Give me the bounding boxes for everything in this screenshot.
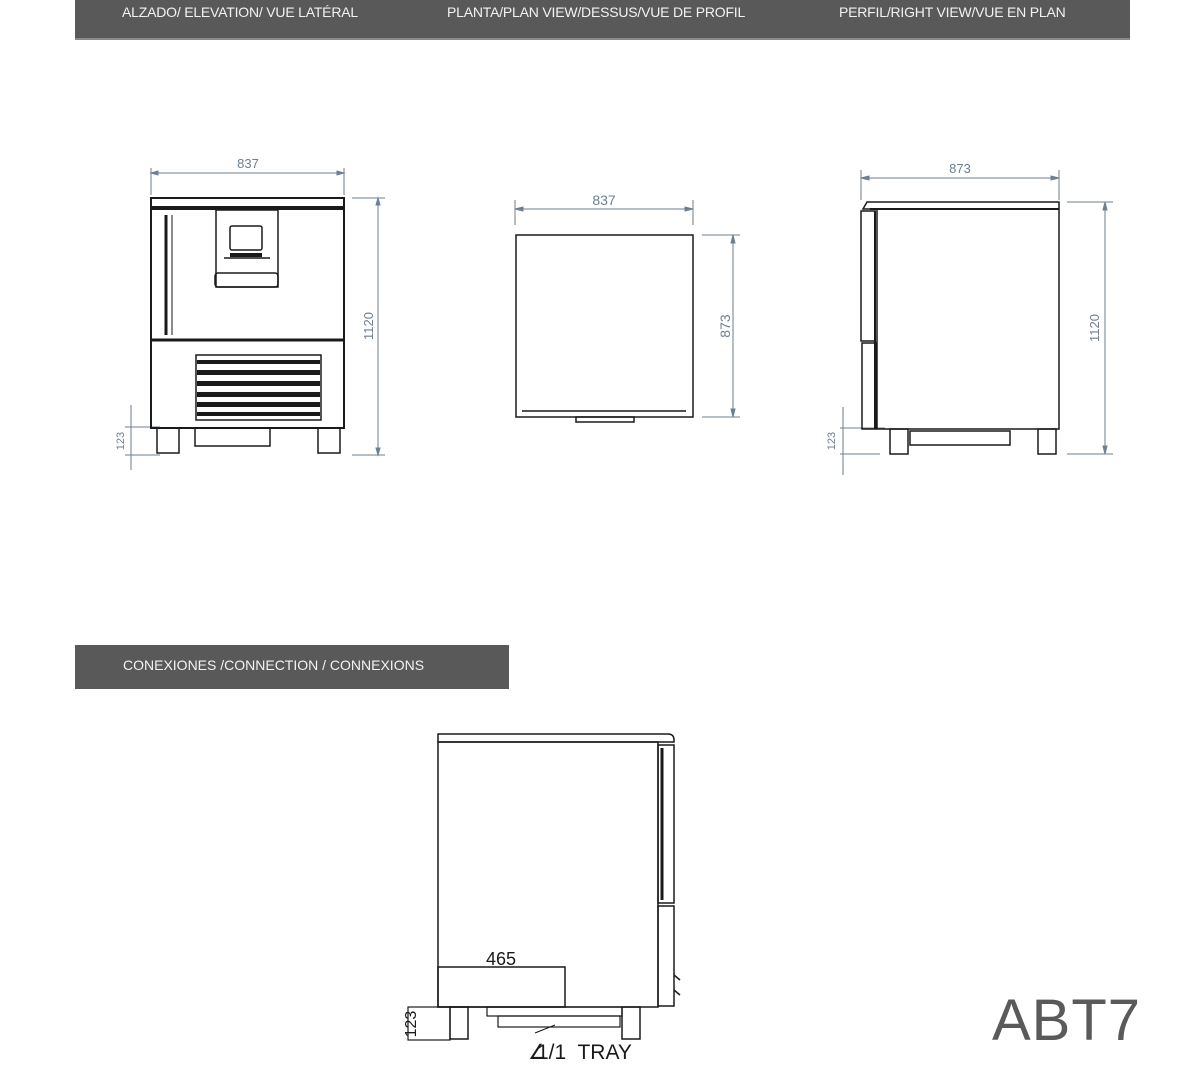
elevation-leg-dim: 123: [115, 432, 127, 450]
plan-depth-dim: 873: [717, 314, 733, 338]
profile-depth-dim: 873: [949, 161, 971, 176]
front-elevation-drawing: 837 1120 123: [115, 156, 385, 470]
tray-arrow-icon: ∠: [528, 1041, 547, 1064]
tray-label: 1/1 TRAY: [537, 1041, 632, 1064]
profile-leg-dim: 123: [826, 432, 838, 450]
plan-view-label: PLANTA/PLAN VIEW/DESSUS/VUE DE PROFIL: [447, 4, 746, 20]
elevation-height-dim: 1120: [361, 312, 376, 340]
connections-header-bar: CONEXIONES /CONNECTION / CONNEXIONS: [75, 645, 509, 689]
views-header-bar: ALZADO/ ELEVATION/ VUE LATÉRAL PLANTA/PL…: [75, 0, 1130, 40]
elevation-view-label: ALZADO/ ELEVATION/ VUE LATÉRAL: [122, 4, 358, 20]
profile-height-dim: 1120: [1087, 314, 1102, 342]
connections-leg-dim: 123: [403, 1011, 420, 1038]
plan-view-drawing: 837 873: [514, 192, 740, 423]
connections-title: CONEXIONES /CONNECTION / CONNEXIONS: [123, 657, 425, 673]
connections-drain-dim: 465: [486, 949, 516, 969]
profile-view-label: PERFIL/RIGHT VIEW/VUE EN PLAN: [839, 4, 1066, 20]
connections-drawing: 465 123 1/1 TRAY ∠: [403, 733, 681, 1064]
profile-view-drawing: 873 1120 123: [826, 161, 1113, 475]
plan-width-dim: 837: [592, 192, 616, 208]
elevation-width-dim: 837: [237, 156, 259, 171]
model-name: ABT7: [992, 988, 1142, 1053]
